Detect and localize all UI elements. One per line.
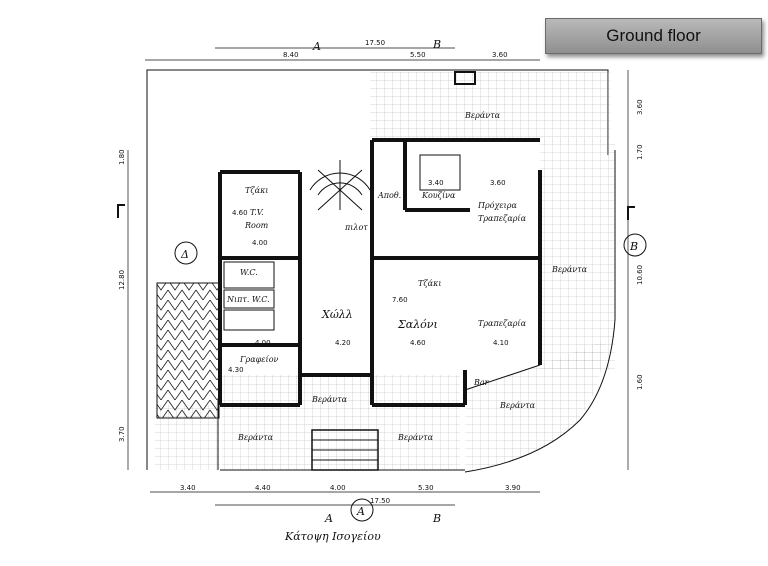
label-nip-wc: Νιπτ. W.C. (226, 295, 270, 304)
label-veranta-bc: Βεράντα (397, 433, 434, 442)
dim-right-top: 3.60 (636, 99, 644, 115)
dim-bottom-1: 3.40 (180, 484, 196, 492)
label-graf-h: 4.30 (228, 366, 244, 374)
label-trapezaria: Τραπεζαρία (478, 319, 527, 328)
dim-bottom-3: 4.00 (330, 484, 346, 492)
plan-caption: Κάτοψη Ισογείου (284, 530, 381, 543)
label-veranta-right-low: Βεράντα (499, 401, 536, 410)
label-tv-h: 4.00 (252, 239, 268, 247)
label-proxeira: Πρόχειρα (477, 201, 517, 210)
label-tzaki-mid: Τζάκι (418, 279, 441, 288)
label-veranta-mid: Βεράντα (311, 395, 348, 404)
section-a-bottom: A (324, 512, 333, 525)
label-veranta-right: Βεράντα (551, 265, 588, 274)
dim-bottom-5: 3.90 (505, 484, 521, 492)
label-grafeio: Γραφείον (239, 355, 279, 364)
dim-right-1: 1.70 (636, 144, 644, 160)
section-a-top: A (312, 40, 321, 53)
dim-left-total: 12.80 (118, 270, 126, 290)
label-sal-w: 4.60 (410, 339, 426, 347)
dim-left-bottom: 3.70 (118, 426, 126, 442)
label-trap-w: 4.10 (493, 339, 509, 347)
dim-bottom-4: 5.30 (418, 484, 434, 492)
dim-top-right: 3.60 (492, 51, 508, 59)
veranda-tiles (155, 72, 615, 472)
label-apot: Αποθ. (377, 191, 401, 200)
section-marks (117, 204, 647, 522)
label-pilot: πιλοτ (344, 223, 368, 232)
label-kouz-dim2: 3.60 (490, 179, 506, 187)
label-hall-w: 4.20 (335, 339, 351, 347)
dim-top-total: 17.50 (365, 39, 385, 47)
dim-bottom-total: 17.50 (370, 497, 390, 505)
dim-bottom-2: 4.40 (255, 484, 271, 492)
section-b-bottom: B (432, 512, 441, 525)
dim-top-left: 8.40 (283, 51, 299, 59)
label-trap-top: Τραπεζαρία (478, 214, 527, 223)
dim-right-mid: 10.60 (636, 265, 644, 285)
label-hall: Χώλλ (321, 308, 353, 321)
label-sal-h: 7.60 (392, 296, 408, 304)
label-wc: W.C. (240, 268, 258, 277)
floor-title: Ground floor (545, 18, 762, 54)
walls (218, 138, 542, 407)
label-tv-w: 4.60 (232, 209, 248, 217)
label-saloni: Σαλόνι (397, 318, 438, 331)
label-kouzina: Κουζίνα (421, 191, 456, 200)
label-bar: Bar (473, 378, 490, 387)
section-circle-b: B (629, 240, 638, 253)
ramp-hatch (156, 282, 220, 419)
label-kouz-dim: 3.40 (428, 179, 444, 187)
section-circle-a: A (356, 505, 365, 518)
label-veranta-bl: Βεράντα (237, 433, 274, 442)
section-b-top: B (432, 38, 441, 51)
dim-right-low: 1.60 (636, 374, 644, 390)
dim-left-top: 1.80 (118, 149, 126, 165)
label-room: Room (244, 221, 269, 230)
label-graf-w: 4.00 (255, 339, 271, 347)
section-delta: Δ (180, 248, 189, 261)
label-tv: T.V. (250, 208, 264, 217)
label-veranta-top: Βεράντα (464, 111, 501, 120)
dim-top-mid: 5.50 (410, 51, 426, 59)
label-tzaki-top: Τζάκι (245, 186, 268, 195)
